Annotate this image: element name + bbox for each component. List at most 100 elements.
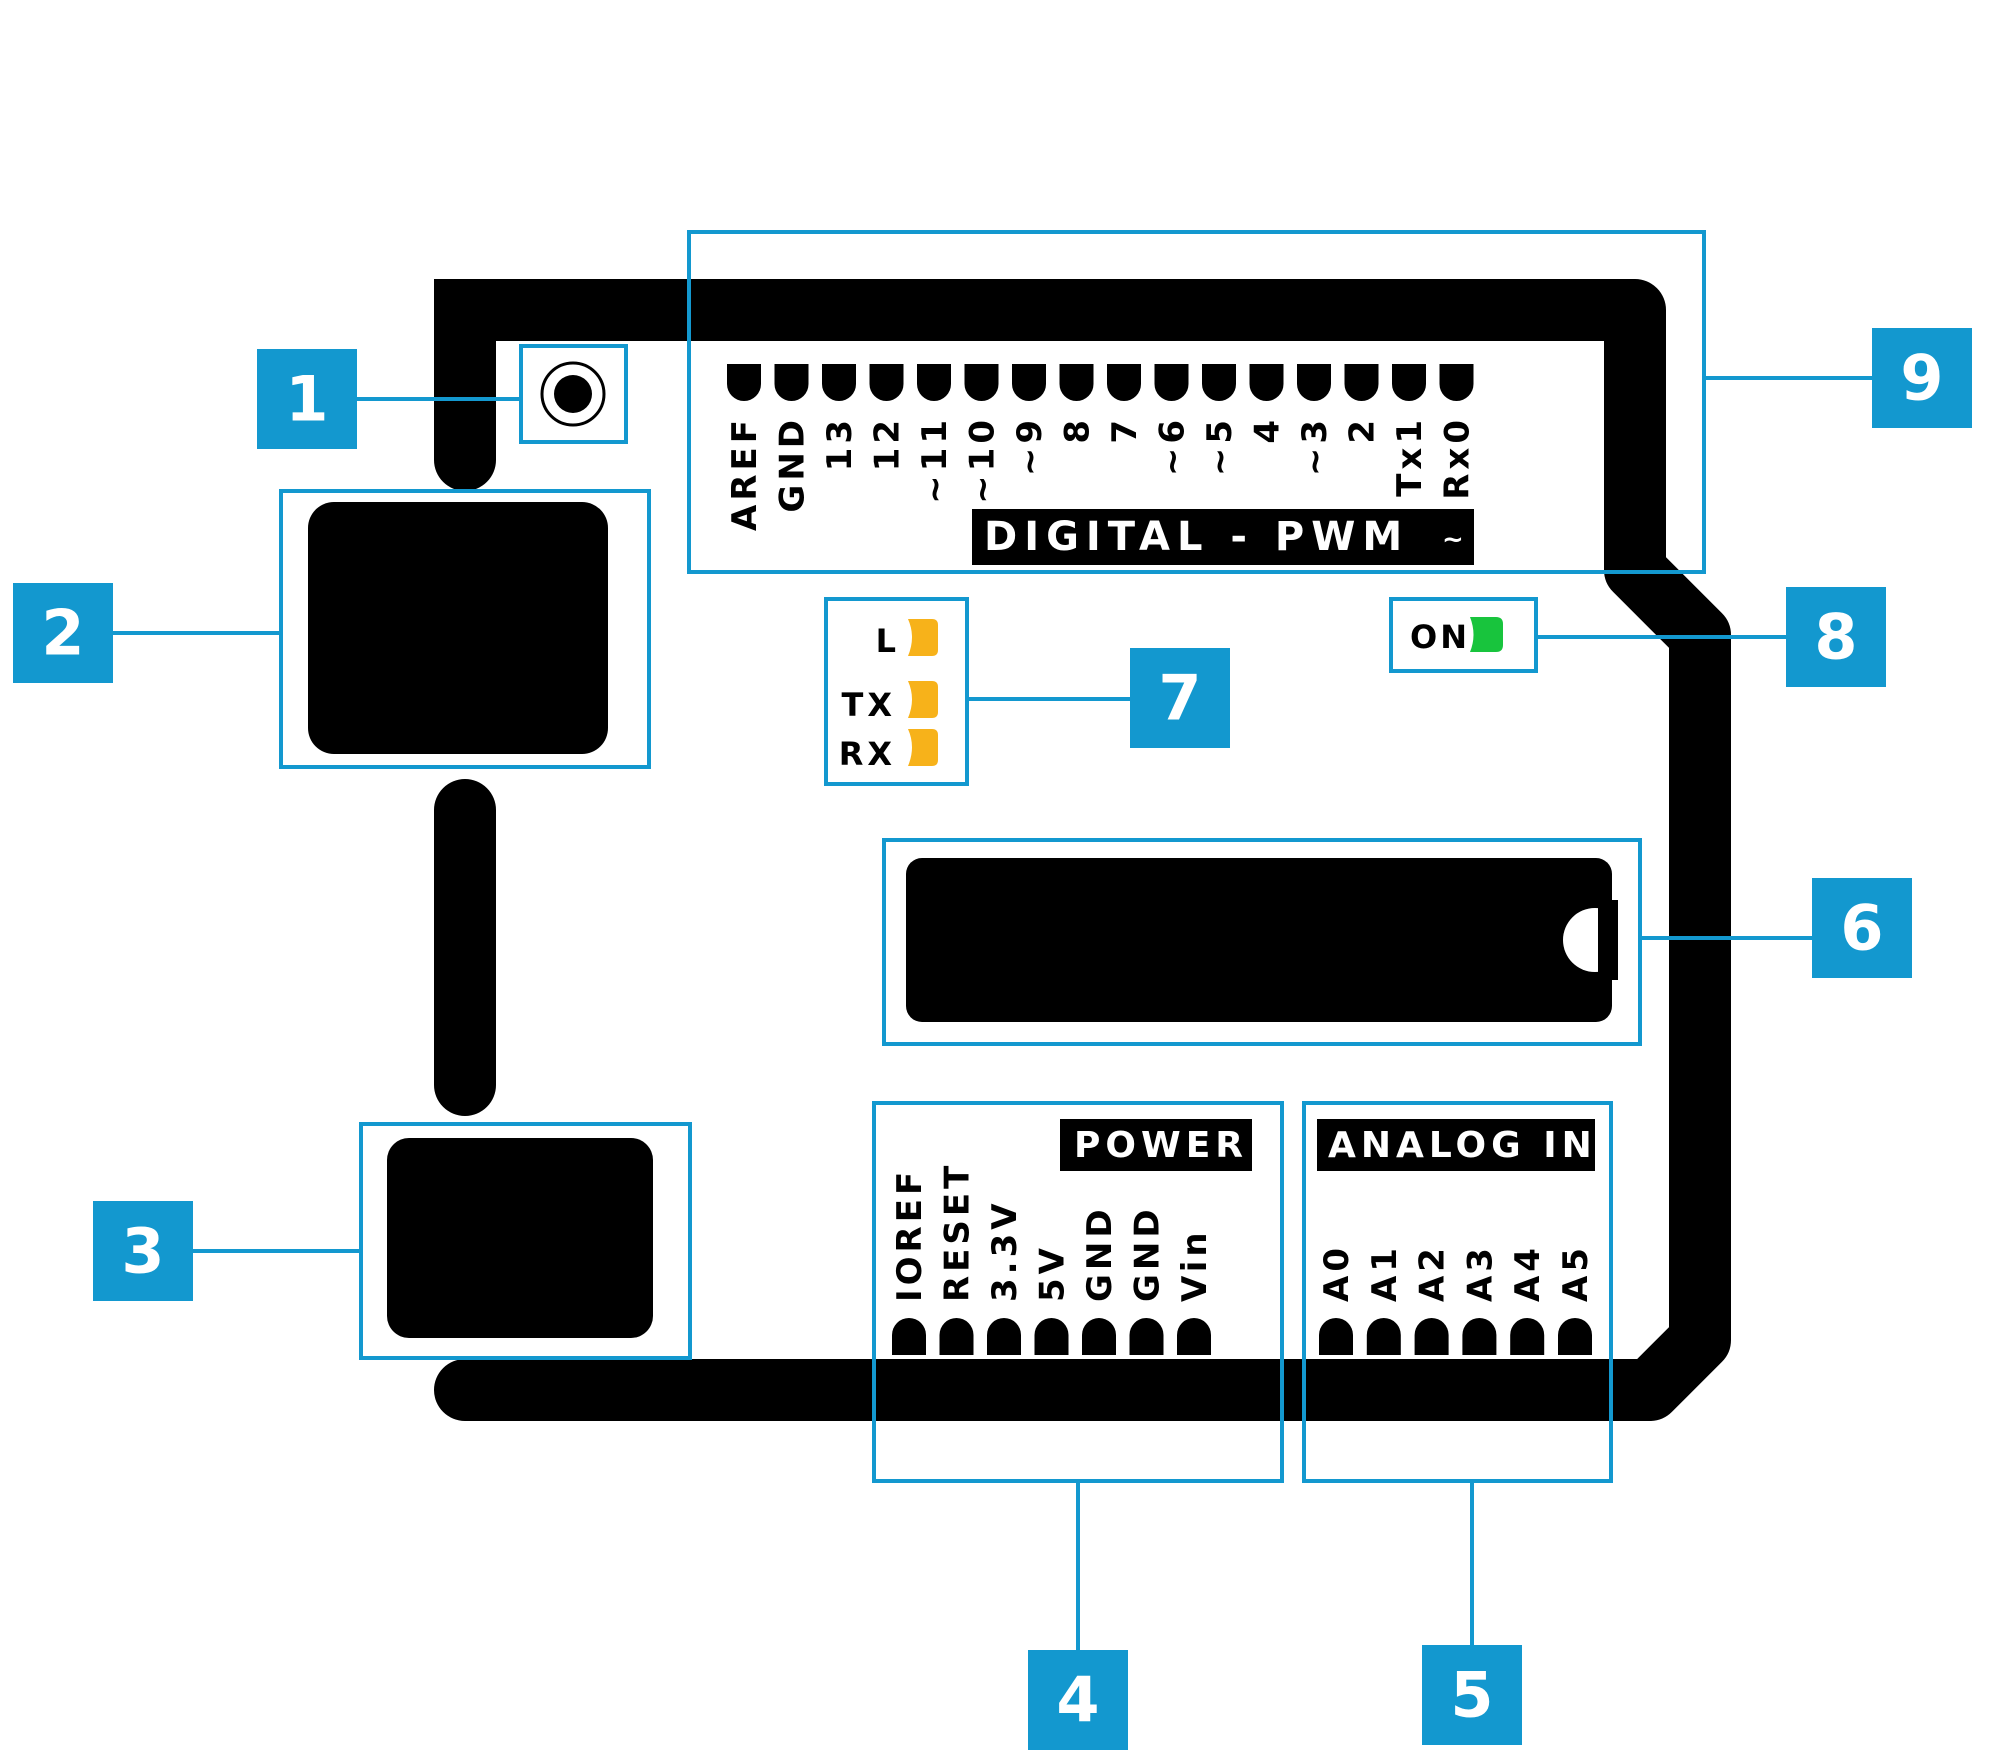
board-corner-fill xyxy=(434,279,474,319)
power-pin xyxy=(939,1318,974,1355)
digital-pin xyxy=(964,364,999,401)
callout-badge-1: 1 xyxy=(257,349,357,449)
power-title: POWER xyxy=(1074,1125,1248,1166)
led-l xyxy=(908,619,938,656)
digital-pin-label: GND xyxy=(773,416,813,513)
digital-pin-label: ~10 xyxy=(963,416,1003,504)
callout-box-3 xyxy=(359,1122,692,1360)
analog-pin-label: A0 xyxy=(1317,1244,1357,1302)
power-pin xyxy=(1177,1318,1211,1355)
callout-box-1 xyxy=(519,344,628,444)
callout-box-5 xyxy=(1302,1101,1613,1483)
digital-pin xyxy=(1154,364,1189,401)
analog-pin xyxy=(1558,1318,1592,1355)
analog-header-pins xyxy=(1319,1318,1592,1355)
digital-pin xyxy=(774,364,809,401)
digital-pin-label: 8 xyxy=(1058,416,1098,444)
callout-badge-4: 4 xyxy=(1028,1650,1128,1750)
analog-pin-label: A1 xyxy=(1365,1244,1405,1302)
digital-pin-label: 7 xyxy=(1105,416,1145,444)
digital-pin xyxy=(1059,364,1094,401)
digital-pin-label: 2 xyxy=(1343,416,1383,444)
callout-badge-3: 3 xyxy=(93,1201,193,1301)
digital-title: DIGITAL - PWM xyxy=(984,514,1409,560)
led-l-label: L xyxy=(876,622,896,660)
digital-pin-label: 12 xyxy=(868,416,908,471)
led-rx xyxy=(908,729,938,766)
power-pin-label: RESET xyxy=(938,1162,978,1302)
power-pin xyxy=(1082,1318,1116,1355)
analog-pin-label: A2 xyxy=(1413,1244,1453,1302)
digital-pin xyxy=(869,364,904,401)
analog-pin xyxy=(1510,1318,1545,1355)
callout-badge-6: 6 xyxy=(1812,878,1912,978)
digital-pin-label: ~11 xyxy=(915,416,955,504)
analog-pin-label: A4 xyxy=(1508,1244,1548,1302)
digital-pin xyxy=(727,364,761,401)
analog-title: ANALOG IN xyxy=(1328,1125,1597,1166)
microcontroller-chip xyxy=(906,858,1612,1022)
digital-pin xyxy=(1297,364,1331,401)
power-pin-label: 3.3V xyxy=(985,1199,1025,1302)
svg-text:4: 4 xyxy=(1056,1664,1099,1737)
callout-lines xyxy=(113,376,1872,1650)
power-jack xyxy=(387,1138,653,1338)
digital-pin-label: Rx0 xyxy=(1438,416,1478,500)
digital-pin xyxy=(917,364,951,401)
power-pin xyxy=(892,1318,926,1355)
digital-pin-label: 4 xyxy=(1248,416,1288,444)
svg-text:3: 3 xyxy=(121,1215,164,1288)
callout-box-6 xyxy=(882,838,1642,1046)
reset-button xyxy=(540,361,606,427)
chip-notch-cover xyxy=(1598,900,1618,980)
led-tx-label: TX xyxy=(842,686,897,724)
power-pin xyxy=(1129,1318,1164,1355)
digital-tilde: ~ xyxy=(1442,525,1464,555)
analog-pin-label: A5 xyxy=(1556,1244,1596,1302)
analog-pin xyxy=(1319,1318,1353,1355)
led-tx xyxy=(908,681,938,718)
svg-text:1: 1 xyxy=(285,363,328,436)
digital-pin-label: Tx1 xyxy=(1390,416,1430,497)
power-pin-label: GND xyxy=(1128,1205,1168,1302)
svg-text:8: 8 xyxy=(1814,601,1857,674)
callout-badge-5: 5 xyxy=(1422,1645,1522,1745)
power-pin xyxy=(1034,1318,1069,1355)
callout-box-9 xyxy=(687,230,1706,574)
digital-pin xyxy=(1107,364,1141,401)
power-header-pins xyxy=(892,1318,1211,1355)
power-pin-label: GND xyxy=(1080,1205,1120,1302)
power-title-bar xyxy=(1060,1119,1252,1171)
reset-button-center xyxy=(554,375,592,413)
analog-pin xyxy=(1414,1318,1449,1355)
digital-title-bar xyxy=(972,509,1474,565)
power-pin-label: IOREF xyxy=(890,1168,930,1302)
svg-text:2: 2 xyxy=(41,597,84,670)
digital-pin-label: ~9 xyxy=(1010,416,1050,476)
digital-pin-label: AREF xyxy=(725,416,765,531)
analog-title-bar xyxy=(1317,1119,1595,1171)
power-pin-label: Vin xyxy=(1175,1228,1215,1302)
power-pin xyxy=(987,1318,1021,1355)
power-pin-label: 5V xyxy=(1033,1244,1073,1302)
svg-text:7: 7 xyxy=(1158,662,1201,735)
analog-pin xyxy=(1462,1318,1497,1355)
callout-badge-8: 8 xyxy=(1786,587,1886,687)
digital-header-pins xyxy=(727,364,1474,401)
digital-pin xyxy=(1249,364,1284,401)
led-rx-label: RX xyxy=(839,735,896,773)
analog-pin-label: A3 xyxy=(1460,1244,1500,1302)
digital-pin-label: ~3 xyxy=(1295,416,1335,476)
svg-text:9: 9 xyxy=(1900,342,1943,415)
analog-pin xyxy=(1366,1318,1401,1355)
digital-pin xyxy=(1344,364,1379,401)
digital-pin xyxy=(1439,364,1474,401)
callout-box-2 xyxy=(279,489,651,769)
svg-text:5: 5 xyxy=(1450,1659,1493,1732)
digital-pin-label: ~6 xyxy=(1153,416,1193,476)
led-on xyxy=(1470,617,1503,652)
usb-connector xyxy=(308,502,608,754)
